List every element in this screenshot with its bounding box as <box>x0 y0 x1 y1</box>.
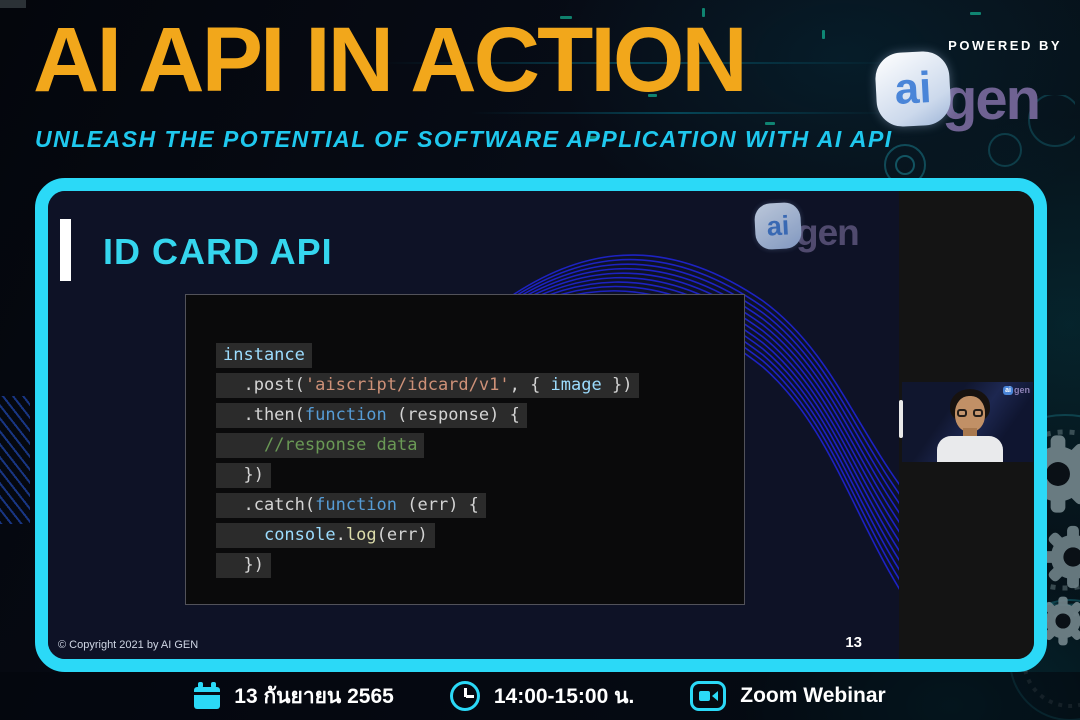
code-block: instance .post('aiscript/idcard/v1', { i… <box>185 294 745 605</box>
code-line: .catch(function (err) { <box>216 493 744 523</box>
aigen-logo-mark: ai <box>874 50 952 128</box>
code-line: instance <box>216 343 744 373</box>
light-streak <box>380 62 900 64</box>
video-camera-icon <box>690 681 727 711</box>
calendar-icon <box>194 682 221 709</box>
code-line: }) <box>216 553 744 583</box>
slide-title: ID CARD API <box>103 231 333 272</box>
powered-by-label: POWERED BY <box>948 38 1062 53</box>
circuit-dash <box>648 94 657 97</box>
scrollbar[interactable] <box>899 400 903 438</box>
event-time-item: 14:00-15:00 น. <box>449 680 635 713</box>
participant-shirt <box>937 436 1003 462</box>
circuit-dash <box>588 136 597 139</box>
event-platform-item: Zoom Webinar <box>690 681 886 711</box>
code-line: //response data <box>216 433 744 463</box>
code-line: console.log(err) <box>216 523 744 553</box>
circuit-rings <box>884 95 1075 185</box>
subtitle: UNLEASH THE POTENTIAL OF SOFTWARE APPLIC… <box>35 126 893 152</box>
circuit-dash <box>560 16 572 19</box>
slide-aigen-logo-mark: ai <box>753 201 803 251</box>
code-line: .then(function (response) { <box>216 403 744 433</box>
hatch-pattern <box>0 396 30 524</box>
corner-chip <box>0 0 26 8</box>
event-time: 14:00-15:00 น. <box>493 684 635 708</box>
light-streak <box>470 112 890 114</box>
aigen-logo-ai: ai <box>893 63 933 114</box>
slide-aigen-logo-gen: gen <box>796 212 860 253</box>
circuit-dash <box>822 30 825 39</box>
video-aigen-logo-gen: gen <box>1013 385 1030 395</box>
gear-icon <box>1041 525 1080 589</box>
video-aigen-logo-ai: ai <box>1003 385 1013 395</box>
circuit-dash <box>970 12 981 15</box>
event-info-bar: 13 กันยายน 2565 14:00-15:00 น. Zoom Webi… <box>0 672 1080 720</box>
copyright: © Copyright 2021 by AI GEN <box>58 639 199 651</box>
code-line: .post('aiscript/idcard/v1', { image }) <box>216 373 744 403</box>
aigen-logo-gen: gen <box>942 67 1041 132</box>
event-date: 13 กันยายน 2565 <box>234 684 394 708</box>
page-number: 13 <box>845 634 862 651</box>
participant-glasses <box>957 409 983 418</box>
slide-aigen-logo-ai: ai <box>765 209 791 242</box>
clock-icon <box>449 681 480 711</box>
circuit-dash <box>765 122 775 125</box>
title-accent-bar <box>60 219 71 281</box>
event-platform: Zoom Webinar <box>740 684 886 707</box>
gear-icon <box>1038 596 1080 646</box>
circuit-dash <box>702 8 705 17</box>
main-title: AI API IN ACTION <box>33 9 748 111</box>
code-line: }) <box>216 463 744 493</box>
event-date-item: 13 กันยายน 2565 <box>194 680 394 713</box>
